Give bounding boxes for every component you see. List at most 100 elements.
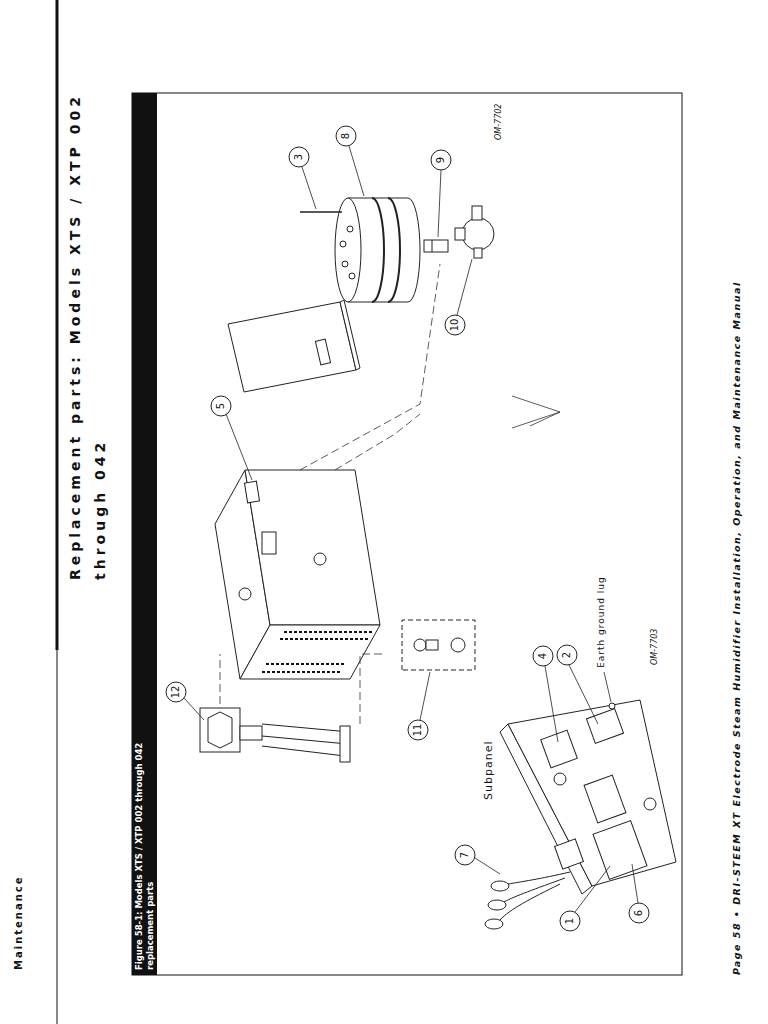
callout-number: 10 (449, 319, 461, 332)
leader-line (632, 864, 638, 903)
leader-line (475, 858, 500, 874)
fitting (426, 640, 438, 650)
callout-circle (629, 903, 649, 923)
rod (262, 736, 348, 744)
leader-line (604, 672, 611, 702)
zigzag-guides (512, 396, 560, 428)
drain-fitting (424, 240, 448, 252)
callout-number: 1 (564, 918, 576, 924)
leader-line (184, 698, 204, 720)
part-name: Earth ground lug (596, 576, 606, 668)
rod (262, 746, 345, 756)
drain-assembly (200, 708, 350, 762)
valve-body (462, 218, 494, 250)
valve-port (455, 228, 465, 240)
terminal-block (593, 821, 647, 880)
vent (554, 773, 566, 785)
wire (508, 872, 570, 884)
cabinet-front (245, 470, 380, 625)
louver-row (284, 631, 374, 633)
door-panel (228, 300, 360, 392)
housing (200, 708, 240, 752)
fitting-ring (432, 240, 433, 252)
contactor (541, 730, 578, 768)
callout-circle (289, 147, 309, 167)
cabinet (215, 470, 380, 679)
callout-circle (431, 150, 451, 170)
figure-frame (132, 93, 682, 975)
sensor-wire (300, 211, 342, 213)
callout-number: 8 (340, 133, 352, 139)
terminal-strip (586, 709, 623, 744)
ground-lug (609, 703, 615, 709)
cylinder-top (335, 198, 361, 302)
guide-line (220, 654, 221, 704)
collar (240, 726, 262, 740)
door-label (315, 339, 330, 365)
door-edge (340, 300, 360, 370)
callout-number: 11 (412, 724, 424, 737)
louvers (262, 632, 374, 672)
drawing-number: OM-7702 (494, 104, 503, 140)
leader-line (575, 866, 610, 912)
stud (347, 226, 353, 232)
guide-line (530, 412, 560, 426)
circuit-board (584, 775, 626, 823)
fitting (451, 638, 465, 652)
assembly-guides (220, 264, 440, 724)
kit-box (402, 620, 475, 670)
callout-number: 5 (215, 403, 227, 409)
bracket (262, 532, 276, 554)
callout-circle (166, 682, 186, 702)
callout-circle (533, 646, 553, 666)
plug (488, 900, 506, 910)
plug (491, 881, 509, 891)
page-title: Replacement parts: Models XTS / XTP 002 … (63, 80, 113, 580)
figure-caption: Figure 58-1: Models XTS / XTP 002 throug… (134, 710, 155, 970)
guide-line (512, 396, 560, 428)
subpanel (500, 700, 676, 894)
callout-circle (211, 396, 231, 416)
callout-number: 4 (537, 653, 549, 659)
page-footer: Page 58 • DRI-STEEM XT Electrode Steam H… (731, 281, 742, 975)
leader-line (420, 672, 430, 720)
knockout (239, 588, 251, 600)
callout-circle (560, 911, 580, 931)
subpanel-plate (508, 700, 676, 886)
leader-line (226, 414, 252, 480)
callout-number: 2 (561, 652, 573, 658)
callout-circle (455, 845, 475, 865)
callout-circle (336, 126, 356, 146)
plug (485, 919, 503, 929)
cabinet-side (240, 625, 380, 679)
stud (340, 241, 346, 247)
louver-row (266, 663, 345, 665)
wire-leads (485, 872, 570, 929)
leader-line (545, 666, 558, 742)
callout-number: 3 (293, 154, 305, 160)
section-name: Maintenance (13, 875, 24, 970)
cylinder-rib (388, 198, 400, 302)
caption-band (132, 93, 157, 975)
steam-cylinder (335, 198, 420, 302)
callout-circle (408, 720, 428, 740)
valve-inlet (474, 248, 482, 258)
part-name: Subpanel (482, 741, 495, 800)
leader-line (569, 665, 598, 724)
callout-circles (166, 126, 649, 931)
callout-number: 7 (459, 852, 471, 858)
margin-rule (56, 0, 59, 650)
stud (349, 273, 355, 279)
nut (208, 712, 232, 748)
leader-lines (184, 146, 638, 912)
callout-circle (445, 315, 465, 335)
callout-number: 12 (170, 686, 182, 699)
leader-line (457, 259, 472, 315)
leader-line (349, 146, 364, 196)
margin-rule (57, 650, 58, 1024)
rod (262, 724, 350, 732)
valve-coil (472, 206, 482, 220)
door (228, 302, 356, 392)
leader-line (438, 170, 441, 237)
